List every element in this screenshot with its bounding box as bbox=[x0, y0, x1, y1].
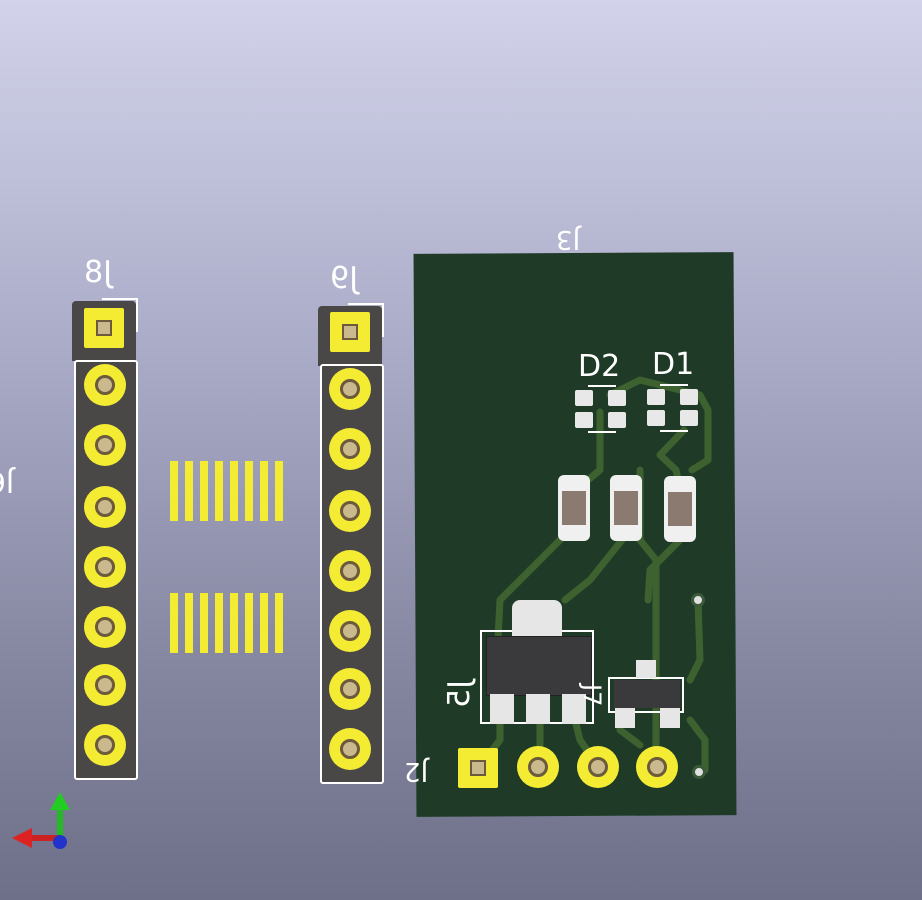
silk-label-d2: D2 bbox=[578, 349, 621, 384]
silk-label-j5: J5 bbox=[442, 680, 477, 708]
j9-pad-4[interactable] bbox=[329, 490, 371, 532]
capacitor-2[interactable] bbox=[610, 475, 642, 541]
footprint-pads-lower[interactable] bbox=[170, 593, 283, 653]
via-2 bbox=[692, 765, 706, 779]
j2-pad-3[interactable] bbox=[577, 746, 619, 788]
silk-label-j7: J7 bbox=[578, 684, 606, 707]
j8-pad-2[interactable] bbox=[84, 364, 126, 406]
j8-pad-4[interactable] bbox=[84, 486, 126, 528]
j8-pad-6[interactable] bbox=[84, 606, 126, 648]
j9-pad-8[interactable] bbox=[329, 728, 371, 770]
j8-pad-5[interactable] bbox=[84, 546, 126, 588]
j2-pad-2[interactable] bbox=[517, 746, 559, 788]
j9-pad-5[interactable] bbox=[329, 550, 371, 592]
silk-label-d1: D1 bbox=[652, 347, 695, 382]
capacitor-1[interactable] bbox=[558, 475, 590, 541]
j9-pad-7[interactable] bbox=[329, 668, 371, 710]
header-j9-pin1-mark bbox=[348, 303, 384, 337]
j8-pad-1[interactable] bbox=[84, 308, 124, 348]
header-j8-pin1-mark bbox=[102, 298, 138, 332]
axis-gizmo-icon bbox=[12, 792, 70, 849]
j8-pad-8[interactable] bbox=[84, 724, 126, 766]
j9-pad-6[interactable] bbox=[329, 610, 371, 652]
j2-pad-4[interactable] bbox=[636, 746, 678, 788]
j9-pad-2[interactable] bbox=[329, 368, 371, 410]
footprint-pads-upper[interactable] bbox=[170, 461, 283, 521]
j8-pad-3[interactable] bbox=[84, 424, 126, 466]
j2-pad-1[interactable] bbox=[458, 748, 498, 788]
silk-label-j2: J2 bbox=[404, 756, 429, 786]
capacitor-3[interactable] bbox=[664, 476, 696, 542]
via-1 bbox=[691, 593, 705, 607]
j9-pad-3[interactable] bbox=[329, 428, 371, 470]
j9-pad-1[interactable] bbox=[330, 312, 370, 352]
j8-pad-7[interactable] bbox=[84, 664, 126, 706]
